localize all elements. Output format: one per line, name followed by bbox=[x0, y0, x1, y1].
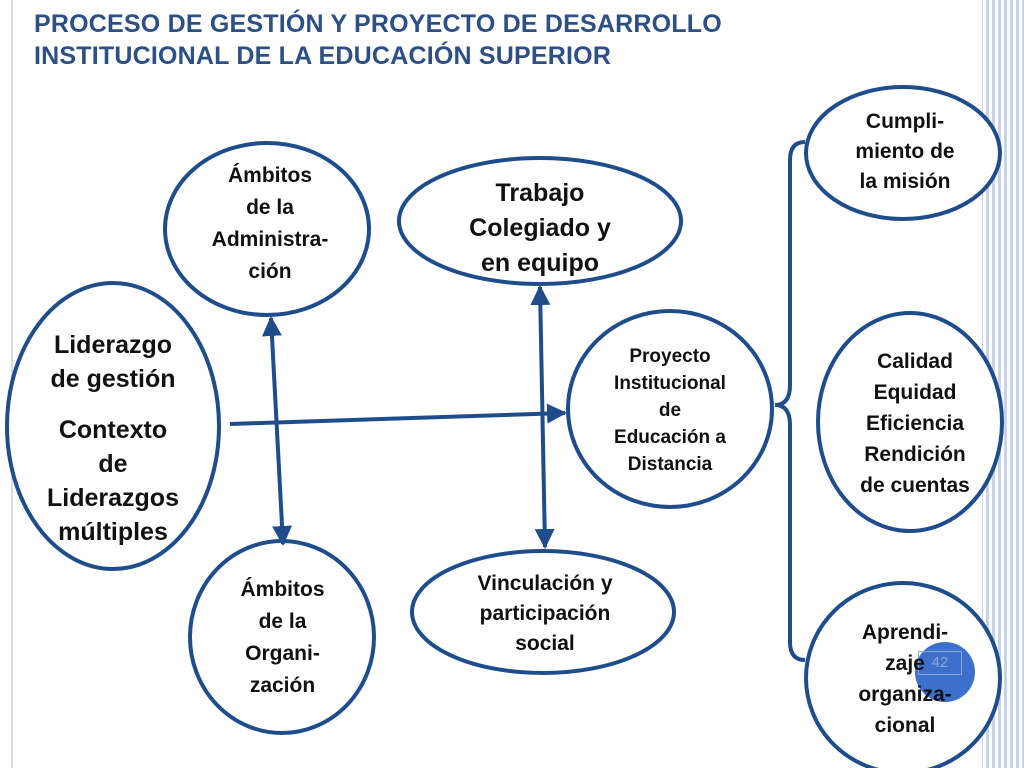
node-trabajo-colegiado-ellipse bbox=[397, 156, 683, 286]
arrow-trabajo-vinculacion bbox=[530, 285, 555, 549]
title-line-2: INSTITUCIONAL DE LA EDUCACIÓN SUPERIOR bbox=[34, 42, 612, 70]
ambitos-adm-line-4: ción bbox=[248, 260, 292, 283]
node-trabajo-colegiado-label: Trabajo Colegiado y en equipo bbox=[420, 176, 660, 280]
liderazgo-line-1: Liderazgo bbox=[53, 331, 173, 359]
cumplimiento-line-3: la misión bbox=[859, 170, 951, 193]
aprendizaje-line-1: Aprendi- bbox=[861, 621, 949, 644]
proyecto-line-3: de bbox=[658, 399, 682, 421]
node-cumplimiento-ellipse bbox=[804, 85, 1002, 221]
node-liderazgo-label: Liderazgo de gestión bbox=[18, 326, 208, 398]
node-contexto-label: Contexto de Liderazgos múltiples bbox=[18, 413, 208, 549]
node-vinculacion-ellipse bbox=[410, 549, 676, 675]
slide-title: PROCESO DE GESTIÓN Y PROYECTO DE DESARRO… bbox=[34, 8, 722, 72]
node-proyecto-label: Proyecto Institucional de Educación a Di… bbox=[590, 340, 750, 480]
ambitos-org-line-4: zación bbox=[249, 674, 316, 697]
liderazgo-line-2: de gestión bbox=[50, 365, 176, 393]
proyecto-line-1: Proyecto bbox=[629, 345, 711, 367]
vinculacion-line-2: participación bbox=[479, 602, 611, 625]
arrow-liderazgo-to-proyecto bbox=[229, 403, 567, 426]
vinculacion-line-1: Vinculación y bbox=[477, 572, 613, 595]
contexto-line-1: Contexto bbox=[58, 416, 168, 444]
calidad-line-4: Rendición bbox=[864, 442, 966, 466]
vinculacion-line-3: social bbox=[515, 632, 575, 655]
node-ambitos-administracion-label: Ámbitos de la Administra- ción bbox=[180, 160, 360, 288]
node-ambitos-administracion-ellipse bbox=[163, 141, 371, 317]
ambitos-adm-line-1: Ámbitos bbox=[228, 164, 312, 187]
ambitos-adm-line-2: de la bbox=[246, 196, 294, 219]
calidad-line-1: Calidad bbox=[877, 349, 953, 373]
ambitos-adm-line-3: Administra- bbox=[211, 228, 329, 251]
aprendizaje-line-2: zaje bbox=[885, 652, 925, 675]
contexto-line-4: múltiples bbox=[58, 518, 168, 546]
node-ambitos-organizacion-label: Ámbitos de la Organi- zación bbox=[200, 574, 365, 702]
page-number: 42 bbox=[918, 651, 962, 675]
proyecto-line-2: Institucional bbox=[614, 372, 726, 394]
arrow-administracion-organizacion bbox=[261, 316, 293, 546]
aprendizaje-line-3: organiza- bbox=[858, 683, 952, 706]
page-badge-circle bbox=[915, 642, 975, 702]
contexto-line-3: Liderazgos bbox=[47, 484, 179, 512]
node-liderazgo-ellipse bbox=[5, 281, 221, 571]
contexto-line-2: de bbox=[98, 450, 128, 478]
aprendizaje-line-4: cional bbox=[874, 714, 936, 737]
title-line-1: PROCESO DE GESTIÓN Y PROYECTO DE DESARRO… bbox=[34, 10, 722, 38]
node-proyecto-ellipse bbox=[566, 309, 774, 509]
calidad-line-2: Equidad bbox=[873, 380, 957, 404]
cumplimiento-line-2: miento de bbox=[855, 140, 955, 163]
trabajo-line-3: en equipo bbox=[480, 248, 600, 277]
ambitos-org-line-2: de la bbox=[258, 610, 307, 633]
node-calidad-ellipse bbox=[816, 311, 1004, 533]
ambitos-org-line-3: Organi- bbox=[245, 642, 320, 665]
node-aprendizaje-label: Aprendi- zaje organiza- cional bbox=[825, 616, 985, 742]
node-cumplimiento-label: Cumpli- miento de la misión bbox=[820, 105, 990, 199]
node-aprendizaje-ellipse bbox=[804, 581, 1002, 768]
calidad-line-3: Eficiencia bbox=[865, 411, 965, 435]
ambitos-org-line-1: Ámbitos bbox=[240, 578, 325, 601]
proyecto-line-5: Distancia bbox=[627, 453, 713, 475]
node-vinculacion-label: Vinculación y participación social bbox=[430, 568, 660, 660]
node-calidad-label: Calidad Equidad Eficiencia Rendición de … bbox=[835, 345, 995, 501]
trabajo-line-2: Colegiado y bbox=[469, 213, 611, 242]
bracket-connector bbox=[774, 140, 806, 662]
cumplimiento-line-1: Cumpli- bbox=[865, 110, 945, 133]
calidad-line-5: de cuentas bbox=[860, 473, 970, 497]
trabajo-line-1: Trabajo bbox=[495, 178, 585, 207]
proyecto-line-4: Educación a bbox=[614, 426, 726, 448]
